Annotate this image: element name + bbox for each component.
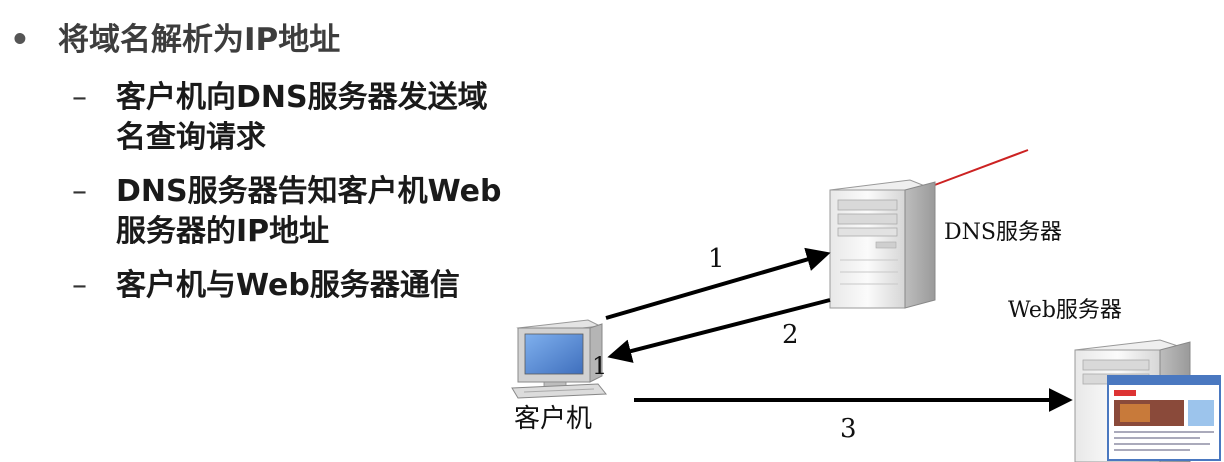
sub-bullet-marker: – — [72, 80, 87, 115]
sub-bullet-text: DNS服务器告知客户机Web服务器的IP地址 — [116, 174, 502, 249]
dns-server-icon — [829, 179, 936, 309]
arrow-1 — [605, 247, 831, 320]
arrow-2-label: 2 — [782, 320, 799, 350]
dns-server-label: DNS服务器 — [944, 220, 1062, 245]
sub-bullet-marker: – — [72, 174, 87, 209]
sub-bullet-text: 客户机向DNS服务器发送域名查询请求 — [116, 80, 488, 155]
bullet-main: • 将域名解析为IP地址 — [10, 14, 340, 59]
arrow-2 — [607, 298, 831, 363]
bullet-main-text: 将域名解析为IP地址 — [58, 22, 341, 58]
sub-bullet-marker: – — [72, 268, 87, 303]
arrow-1-label: 1 — [708, 244, 725, 274]
client-label: 客户机 — [514, 404, 593, 434]
client-computer-icon — [511, 319, 608, 399]
arrow-3-label: 3 — [840, 414, 857, 444]
sub-bullet-text: 客户机与Web服务器通信 — [116, 268, 460, 303]
bullet-marker: • — [10, 22, 30, 58]
stray-number-label: 1 — [592, 352, 608, 380]
bullet-list: • 将域名解析为IP地址 – 客户机向DNS服务器发送域名查询请求 – DNS服务… — [0, 0, 520, 462]
web-server-label: Web服务器 — [1008, 298, 1122, 323]
red-line — [931, 149, 1029, 187]
browser-window-icon — [1107, 375, 1221, 461]
